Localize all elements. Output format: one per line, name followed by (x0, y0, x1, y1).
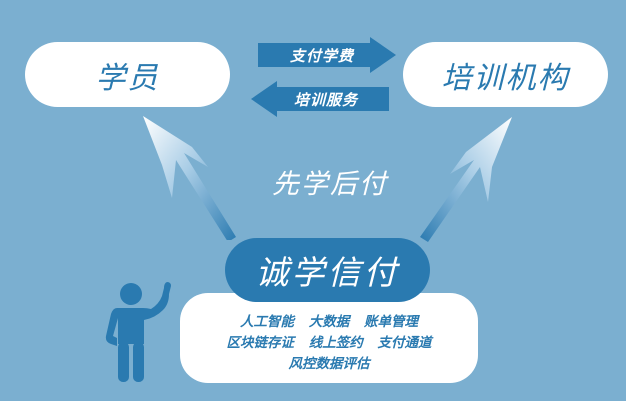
training-service-label: 培训服务 (293, 90, 358, 109)
arrow-left-icon (251, 81, 389, 117)
training-service-arrow: 培训服务 (251, 81, 389, 117)
pay-tuition-label: 支付学费 (289, 46, 354, 65)
arrow-up-right-icon (420, 117, 512, 242)
feature-item: 风控数据评估 (288, 355, 370, 372)
slogan-text: 先学后付 (272, 169, 388, 200)
pay-tuition-arrow: 支付学费 (258, 37, 396, 73)
arrow-right-icon (258, 37, 396, 73)
student-label: 学员 (95, 60, 160, 96)
feature-item: 人工智能 (240, 313, 295, 330)
training-org-node: 培训机构 (403, 42, 608, 107)
feature-item: 大数据 (308, 313, 350, 330)
platform-node: 诚学信付 (225, 238, 430, 302)
feature-item: 账单管理 (363, 313, 418, 330)
feature-row: 风控数据评估 (284, 354, 375, 375)
platform-label: 诚学信付 (255, 253, 400, 292)
feature-item: 支付通道 (377, 334, 432, 351)
feature-row: 人工智能 大数据 账单管理 (235, 312, 423, 333)
training-org-label: 培训机构 (441, 60, 570, 96)
person-pointing-up-icon (105, 282, 171, 382)
features-box: 人工智能 大数据 账单管理 区块链存证 线上签约 支付通道 风控数据评估 (180, 293, 478, 383)
student-node: 学员 (25, 42, 230, 107)
feature-item: 线上签约 (308, 334, 363, 351)
arrow-up-left-icon (143, 116, 236, 240)
feature-item: 区块链存证 (226, 334, 295, 351)
feature-row: 区块链存证 线上签约 支付通道 (222, 333, 437, 354)
